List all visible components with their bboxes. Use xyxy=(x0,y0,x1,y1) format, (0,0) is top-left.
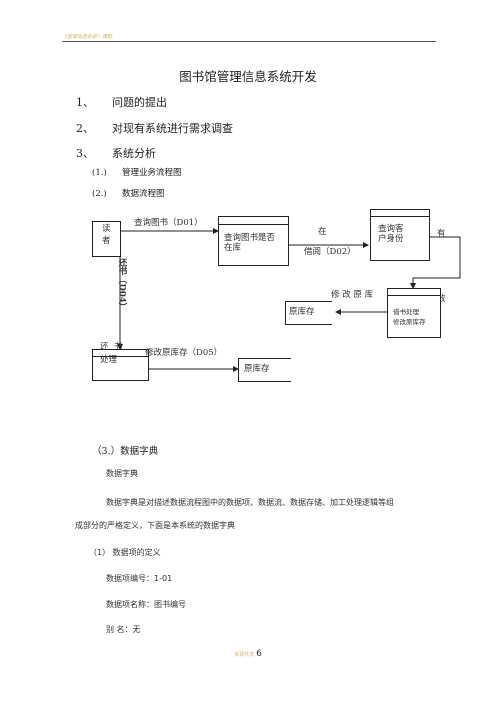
query-book-flow-label: 查询图书（D01） xyxy=(134,218,203,228)
modify-orig-flow-label: 修改原库存（D05） xyxy=(145,348,223,358)
reader-entity xyxy=(92,221,121,257)
orig-stock-datastore-1 xyxy=(285,301,332,325)
orig-stock-label-1: 原库存 xyxy=(289,307,315,317)
query-customer-process xyxy=(370,209,430,261)
section-2: 2、对现有系统进行需求调查 xyxy=(76,122,233,135)
flow-customer-to-borrow xyxy=(410,236,461,289)
dict-item-no: 数据项编号：1-01 xyxy=(106,574,173,583)
in-stock-label: 在 xyxy=(318,227,327,237)
process-divider xyxy=(92,356,149,357)
header-divider xyxy=(62,41,436,42)
orig-stock-label-2: 原库存 xyxy=(244,364,270,374)
subsection-3: （3.）数据字典 xyxy=(92,446,159,457)
valid-label-1: 有 xyxy=(437,229,446,239)
subsection-1: (1.)管理业务流程图 xyxy=(92,168,182,178)
dict-item-def: （1） 数据项的定义 xyxy=(89,548,161,557)
return-process-border xyxy=(92,349,149,381)
dict-item-name: 数据项名称：图书编号 xyxy=(106,600,186,609)
process-divider xyxy=(218,224,289,225)
section-3: 3、系统分析 xyxy=(76,147,156,160)
query-customer-label: 查询客 户身份 xyxy=(378,224,404,245)
borrow-flow-label: 借阅（D02） xyxy=(304,247,356,257)
return-process-label: 还 书 处理 xyxy=(100,342,123,365)
page-number: 6 xyxy=(256,649,262,659)
process-divider xyxy=(387,295,441,296)
document-title: 图书馆管理信息系统开发 xyxy=(179,69,317,84)
dict-heading: 数据字典 xyxy=(106,469,138,478)
subsection-2: (2.)数据流程图 xyxy=(92,189,165,199)
dict-para-line-2: 成部分的严格定义，下面是本系统的数据字典 xyxy=(75,521,235,530)
reader-label: 读 者 xyxy=(102,224,111,246)
dict-alias: 别 名：无 xyxy=(106,625,141,634)
valid-label-2: 效 xyxy=(437,294,446,304)
orig-stock-datastore-2 xyxy=(238,358,291,382)
borrow-process xyxy=(387,288,441,338)
page-header: 《管理信息系统》课题 xyxy=(62,34,113,40)
borrow-process-label: 借书处理 修改原库存 xyxy=(393,308,426,327)
modify-stock-flow-label: 修 改 原 库 xyxy=(331,290,374,300)
section-1: 1、问题的提出 xyxy=(76,96,167,109)
return-book-flow-label: 还书（D04） xyxy=(117,258,127,312)
check-stock-label: 查询图书是否 在库 xyxy=(224,233,276,254)
dict-para-line-1: 数据字典是对描述数据流程图中的数据项、数据流、数据存储、加工处理逻辑等组 xyxy=(106,498,394,507)
process-divider xyxy=(370,216,430,217)
